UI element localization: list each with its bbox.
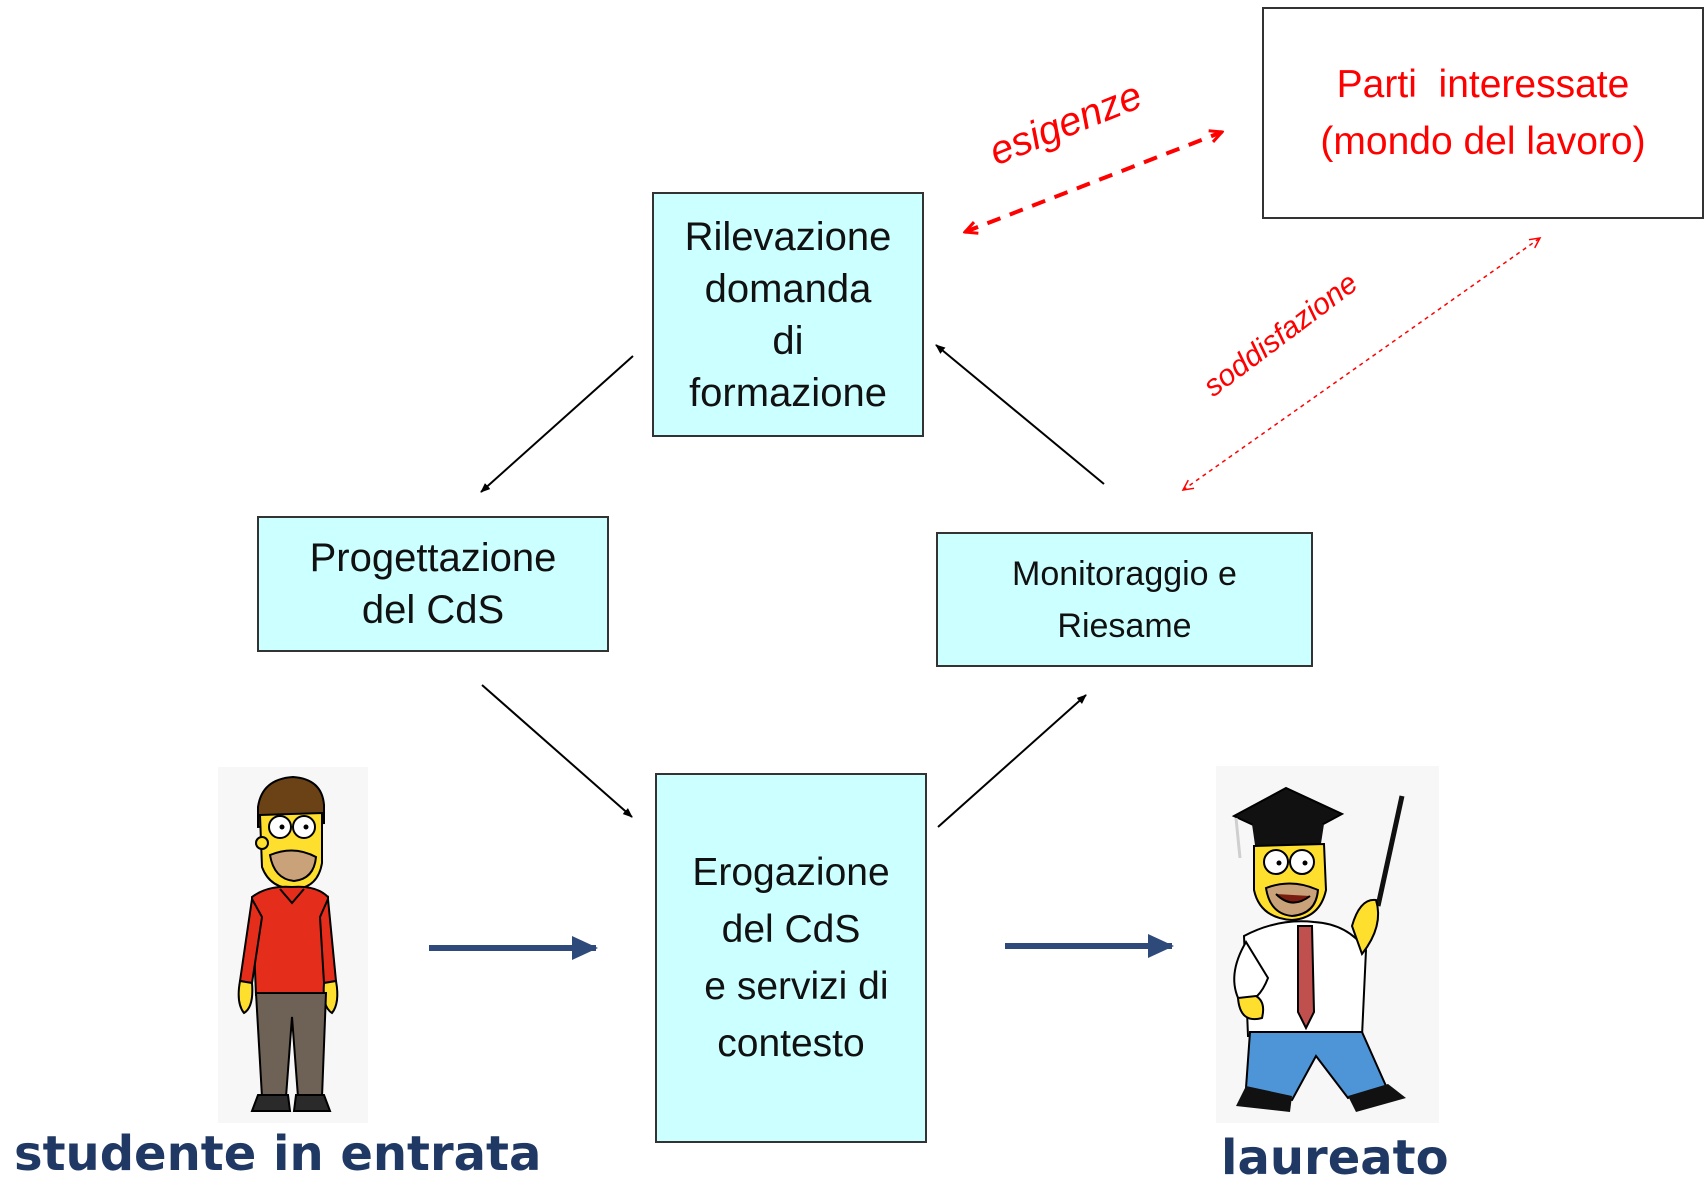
stakeholder-line: (mondo del lavoro) [1320,120,1646,163]
node-progettazione-line: Progettazione [309,536,557,580]
node-erogazione-line: contesto [717,1022,865,1065]
label-student-in: studente in entrata [14,1126,542,1182]
arrow-rilevazione-to-progettazione [480,355,634,493]
arrow-monitoraggio-to-rilevazione [935,344,1105,485]
node-monitoraggio: Monitoraggio e Riesame [936,532,1313,667]
node-rilevazione-line: formazione [689,370,887,415]
node-parti-interessate: Parti interessate (mondo del lavoro) [1262,7,1704,219]
stakeholder-line: Parti interessate [1336,63,1630,106]
arrow-soddisfazione [1181,237,1542,491]
node-monitoraggio-line: Riesame [1057,606,1192,645]
node-erogazione-line: del CdS [721,908,861,951]
node-erogazione-line: Erogazione [692,851,890,894]
label-graduate: laureato [1221,1130,1449,1186]
student-cartoon-icon [237,775,339,1112]
node-erogazione-line: e servizi di [693,965,889,1008]
graduate-figure [1216,766,1439,1123]
node-rilevazione: Rilevazione domanda di formazione [652,192,924,437]
node-progettazione-line: del CdS [361,588,505,632]
arrow-progettazione-to-erogazione [481,684,633,818]
arrow-erogazione-to-monitoraggio [937,694,1087,828]
arrow-esigenze [965,132,1222,232]
node-monitoraggio-line: Monitoraggio e [1012,554,1237,593]
node-erogazione: Erogazione del CdS e servizi di contesto [655,773,927,1143]
graduate-cartoon-icon [1231,786,1406,1112]
student-figure [218,767,368,1123]
node-rilevazione-line: di [772,318,804,363]
node-rilevazione-line: domanda [704,266,872,311]
node-progettazione: Progettazione del CdS [257,516,609,652]
node-rilevazione-line: Rilevazione [684,214,892,259]
